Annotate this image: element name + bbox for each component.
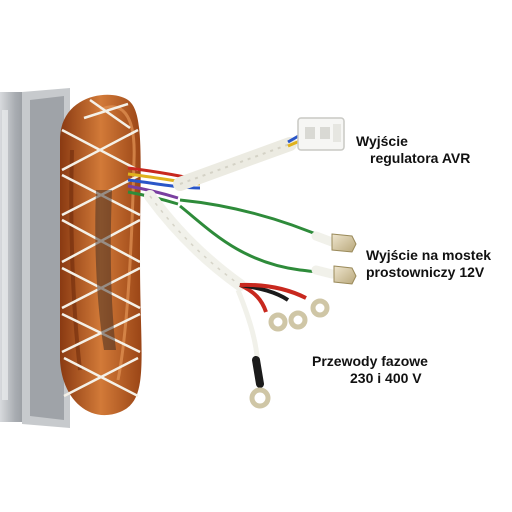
ring-terminal-1 [268, 312, 288, 332]
bridge-output-label-line1: Wyjście na mostek [366, 247, 492, 263]
bridge-leads [179, 198, 357, 285]
avr-output-label-line2: regulatora AVR [370, 150, 471, 166]
spade-terminal-1 [331, 233, 357, 253]
avr-connector [297, 117, 345, 151]
ring-terminal-4 [249, 387, 271, 409]
copper-winding [60, 94, 142, 416]
bridge-output-label: Wyjście na mostek prostowniczy 12V [366, 247, 491, 281]
spade-terminal-2 [333, 265, 357, 285]
phase-wires-label-line2: 230 i 400 V [350, 370, 422, 386]
phase-leads [144, 190, 330, 409]
ring-terminals [249, 298, 330, 409]
avr-output-label: Wyjście regulatora AVR [356, 133, 470, 167]
bridge-output-label-line2: prostowniczy 12V [366, 264, 485, 280]
avr-lead [173, 117, 345, 191]
phase-wires-label: Przewody fazowe 230 i 400 V [312, 353, 428, 387]
phase-wires-label-line1: Przewody fazowe [312, 353, 428, 369]
stator-core [0, 88, 70, 428]
ring-terminal-2 [288, 310, 308, 330]
ring-terminal-3 [310, 298, 330, 318]
avr-output-label-line1: Wyjście [356, 133, 408, 149]
